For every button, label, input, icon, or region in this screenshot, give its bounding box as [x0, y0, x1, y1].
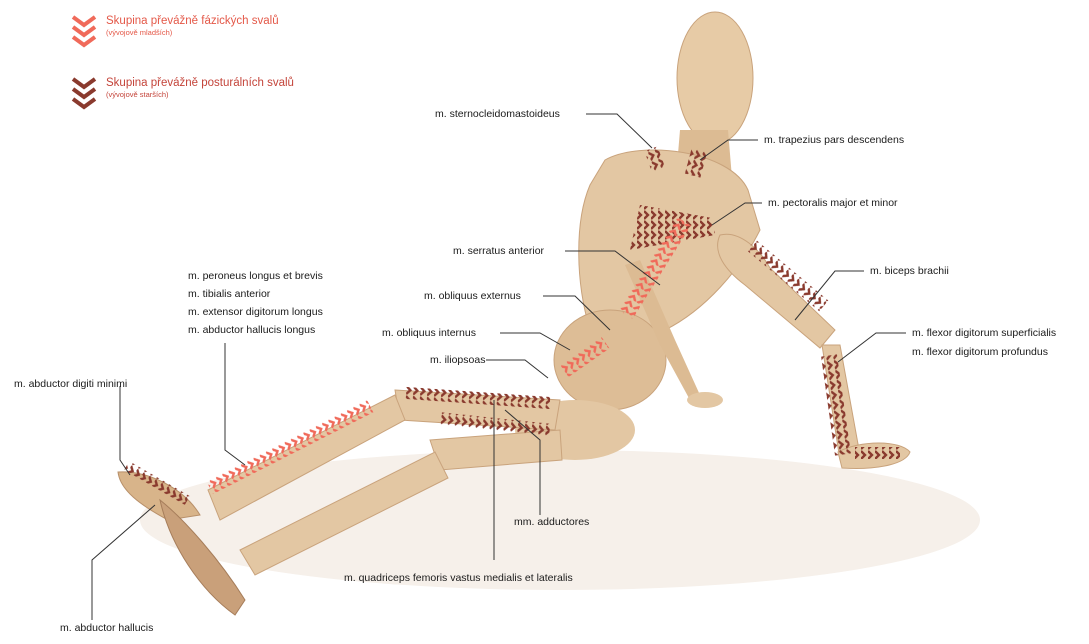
label-extensor: m. extensor digitorum longus [188, 306, 323, 319]
label-pectoralis: m. pectoralis major et minor [768, 197, 898, 210]
leader-iliopsoas [486, 360, 548, 378]
label-biceps: m. biceps brachii [870, 265, 949, 278]
upper-arm [718, 234, 835, 348]
label-sternocleidomastoideus: m. sternocleidomastoideus [435, 108, 560, 121]
legend-phasic-title: Skupina převážně fázických svalů [106, 14, 279, 28]
label-flexor-profundus: m. flexor digitorum profundus [912, 346, 1048, 359]
label-abductor-hallucis-longus: m. abductor hallucis longus [188, 324, 315, 337]
legend-postural: Skupina převážně posturálních svalů (výv… [70, 76, 294, 112]
label-peroneus: m. peroneus longus et brevis [188, 270, 323, 283]
legend-postural-subtitle: (vývojově starších) [106, 90, 294, 100]
legend-phasic-subtitle: (vývojově mladších) [106, 28, 279, 38]
back-hand [687, 392, 723, 408]
label-obliquus-externus: m. obliquus externus [424, 290, 521, 303]
chevron-stack-light-icon [70, 14, 98, 50]
label-obliquus-internus: m. obliquus internus [382, 327, 476, 340]
label-abductor-hallucis: m. abductor hallucis [60, 622, 153, 635]
legend-phasic: Skupina převážně fázických svalů (vývojo… [70, 14, 279, 50]
chevron-stack-dark-icon [70, 76, 98, 112]
leader-abductor-digiti [120, 386, 130, 475]
label-adductores: mm. adductores [514, 516, 589, 529]
leader-sternocleidomastoideus [586, 114, 652, 148]
leader-flexors [838, 333, 906, 362]
leader-lower-leg [225, 343, 245, 465]
head [677, 12, 753, 144]
label-abductor-digiti: m. abductor digiti minimi [14, 378, 127, 391]
hand-flexors-muscle [855, 447, 900, 459]
label-tibialis: m. tibialis anterior [188, 288, 270, 301]
legend-postural-title: Skupina převážně posturálních svalů [106, 76, 294, 90]
label-quadriceps: m. quadriceps femoris vastus medialis et… [344, 572, 573, 585]
label-trapezius: m. trapezius pars descendens [764, 134, 904, 147]
label-iliopsoas: m. iliopsoas [430, 354, 485, 367]
label-flexor-superficialis: m. flexor digitorum superficialis [912, 327, 1056, 340]
label-serratus: m. serratus anterior [453, 245, 544, 258]
